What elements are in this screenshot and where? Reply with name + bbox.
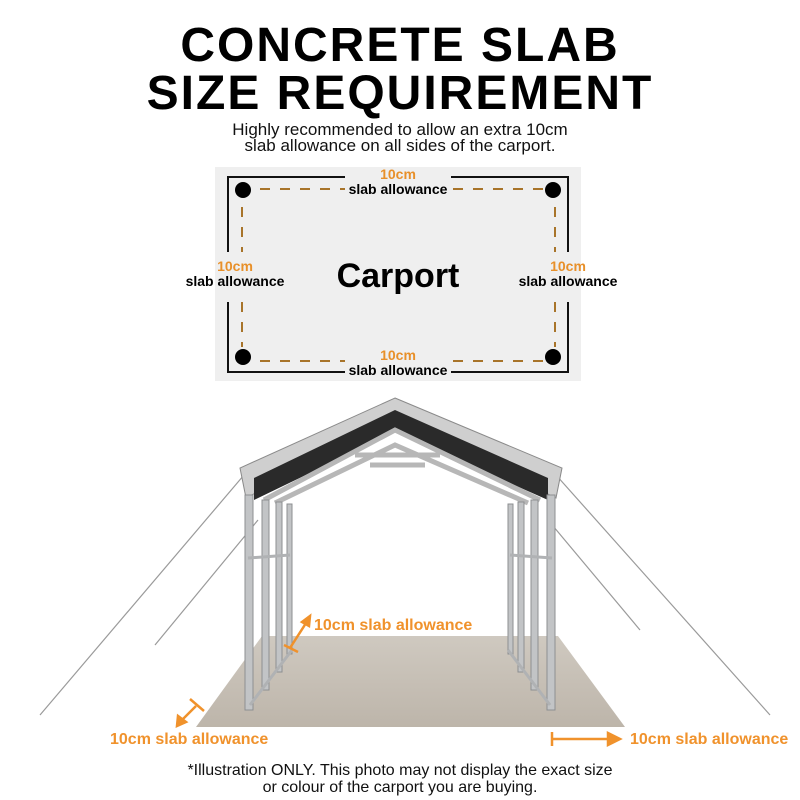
subtitle-line2: slab allowance on all sides of the carpo… xyxy=(244,136,556,155)
front-left-allowance-label: 10cm slab allowance xyxy=(110,731,269,748)
allowance-left-label: slab allowance xyxy=(185,273,285,289)
allowance-top: 10cm slab allowance xyxy=(335,167,461,197)
diagram-outline xyxy=(227,176,569,373)
allowance-right-label: slab allowance xyxy=(518,273,618,289)
allowance-top-label: slab allowance xyxy=(348,181,448,197)
slab-diagram: 10cm slab allowance 10cm slab allowance … xyxy=(186,167,617,381)
page-title-line1: CONCRETE SLAB xyxy=(180,19,620,72)
allowance-bottom-value: 10cm xyxy=(380,347,416,363)
disclaimer-line2: or colour of the carport you are buying. xyxy=(262,779,538,796)
post-dots xyxy=(235,182,561,365)
posts xyxy=(244,494,556,711)
allowance-bottom-label: slab allowance xyxy=(348,362,448,378)
back-allowance-label: 10cm slab allowance xyxy=(314,617,473,634)
allowance-top-value: 10cm xyxy=(380,166,416,182)
front-right-allowance-label: 10cm slab allowance xyxy=(630,731,789,748)
subtitle-line1: Highly recommended to allow an extra 10c… xyxy=(232,120,568,139)
concrete-slab xyxy=(196,636,625,727)
allowance-bottom: 10cm slab allowance xyxy=(335,348,461,378)
allowance-left-value: 10cm xyxy=(217,258,253,274)
allowance-right-value: 10cm xyxy=(550,258,586,274)
guy-wires xyxy=(39,474,771,716)
page-title-line2: SIZE REQUIREMENT xyxy=(146,67,654,120)
disclaimer: *Illustration ONLY. This photo may not d… xyxy=(0,762,800,796)
allowance-left: 10cm slab allowance xyxy=(175,259,295,289)
subtitle: Highly recommended to allow an extra 10c… xyxy=(0,120,800,155)
carport-label: Carport xyxy=(336,257,460,295)
allowance-arrows xyxy=(175,613,623,748)
disclaimer-line1: *Illustration ONLY. This photo may not d… xyxy=(187,762,613,779)
allowance-right: 10cm slab allowance xyxy=(505,259,631,289)
